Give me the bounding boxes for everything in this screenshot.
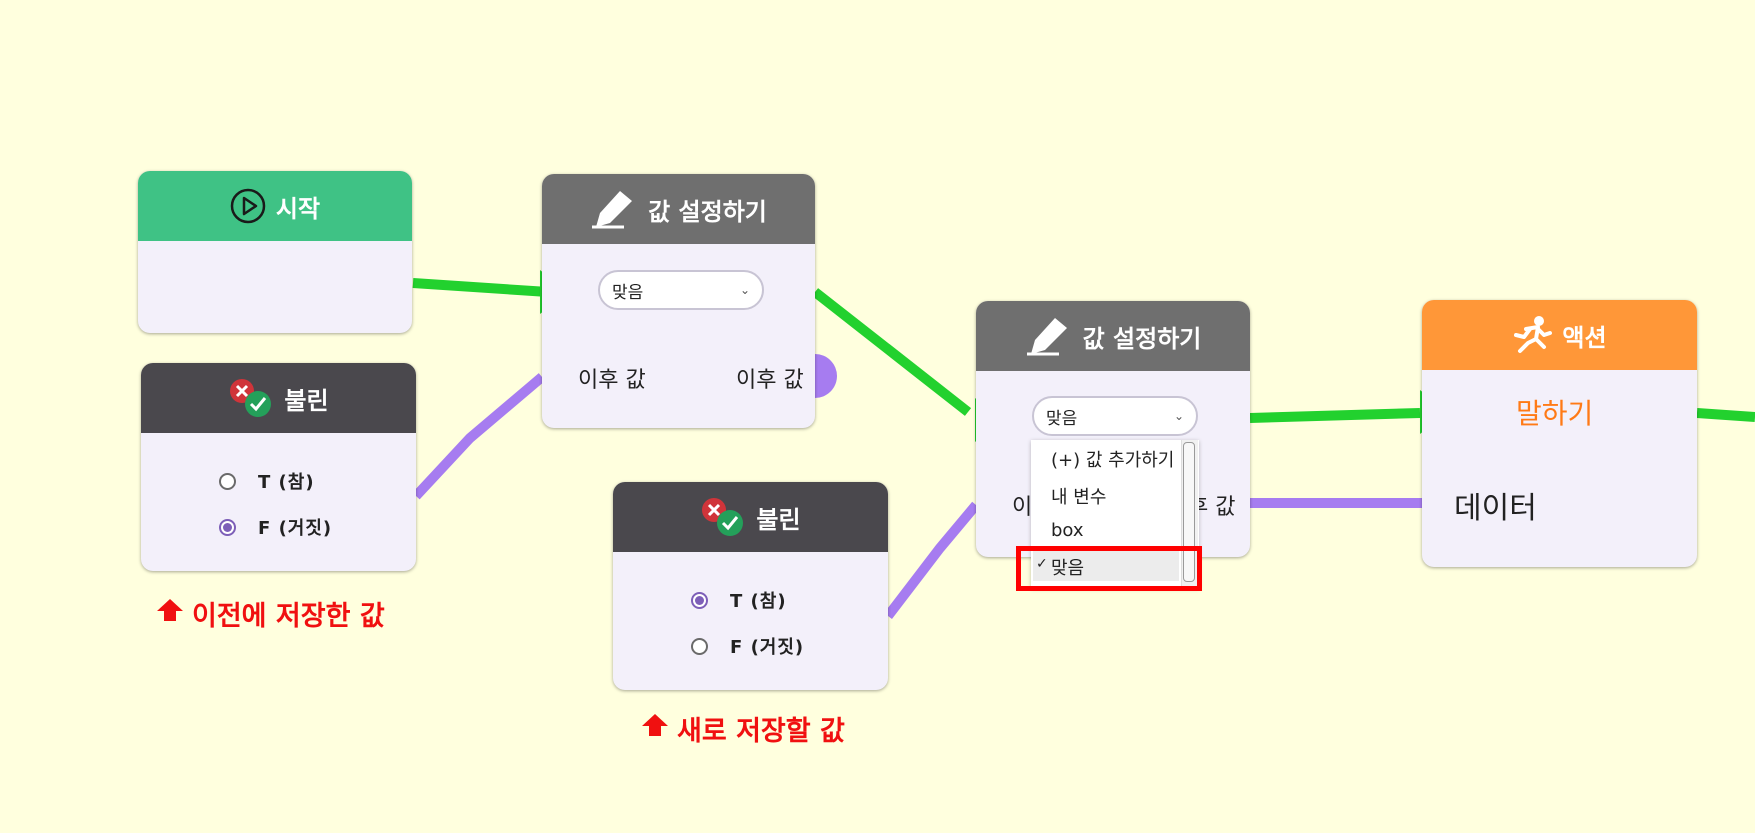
note-new-value-text: 새로 저장할 값: [677, 716, 845, 747]
action-node[interactable]: 액션 말하기 데이터: [1422, 300, 1697, 567]
radio-button[interactable]: [219, 472, 236, 490]
set-value-node-2-title: 값 설정하기: [1082, 324, 1202, 353]
arrow-up-icon: [641, 712, 669, 745]
highlight-box: [1016, 546, 1202, 591]
pencil-icon: [1025, 316, 1073, 356]
action-node-header: 액션: [1422, 300, 1697, 370]
boolean-node-old-title: 불린: [284, 386, 329, 415]
variable-select[interactable]: 맞음 ⌄: [598, 270, 764, 310]
dropdown-selected-background: [1033, 547, 1179, 581]
radio-button[interactable]: [691, 637, 708, 655]
note-old-value-text: 이전에 저장한 값: [192, 601, 385, 632]
radio-button-selected[interactable]: [219, 518, 236, 536]
data-port-set1-out: [815, 354, 837, 398]
input-port-label: 이: [1012, 495, 1033, 520]
boolean-node-new-title: 불린: [756, 505, 801, 534]
dropdown-item-correct[interactable]: 맞음: [1051, 558, 1085, 579]
flow-wire-action-out: [1696, 408, 1755, 422]
dropdown-item-my-variable[interactable]: 내 변수: [1051, 487, 1107, 508]
radio-option-false[interactable]: F (거짓): [691, 633, 804, 659]
data-wire-new-to-set2: [884, 501, 980, 620]
output-port-label: 이후 값: [736, 368, 804, 393]
action-node-title: 액션: [1562, 323, 1607, 352]
boolean-node-new[interactable]: 불린 T (참) F (거짓): [613, 482, 888, 690]
flow-wire-set2-to-action: [1249, 408, 1421, 423]
true-false-icon: [228, 377, 274, 419]
radio-option-false[interactable]: F (거짓): [219, 514, 332, 540]
action-name: 말하기: [1516, 397, 1594, 430]
variable-select-value: 맞음: [612, 282, 644, 303]
radio-option-true[interactable]: T (참): [691, 587, 787, 613]
chevron-down-icon: ⌄: [1173, 409, 1184, 423]
boolean-node-old[interactable]: 불린 T (참) F (거짓): [141, 363, 416, 571]
note-new-value: 새로 저장할 값: [641, 709, 845, 748]
radio-label: F (거짓): [258, 518, 333, 539]
input-port-label: 데이터: [1454, 491, 1537, 526]
chevron-down-icon: ⌄: [739, 283, 750, 297]
flow-wire-set1-to-set2: [811, 288, 972, 416]
start-node-header: 시작: [138, 171, 412, 241]
radio-option-true[interactable]: T (참): [219, 468, 315, 494]
dropdown-item-add-value[interactable]: (+) 값 추가하기: [1051, 450, 1175, 471]
play-circle-icon: [230, 188, 266, 224]
set-value-node-1[interactable]: 값 설정하기 맞음 ⌄ 이후 값 이후 값: [542, 174, 815, 428]
radio-label: T (참): [258, 472, 315, 493]
radio-button-selected[interactable]: [691, 591, 708, 609]
start-node[interactable]: 시작: [138, 171, 412, 333]
true-false-icon: [700, 496, 746, 538]
dropdown-item-box[interactable]: box: [1051, 520, 1084, 541]
variable-select[interactable]: 맞음 ⌄: [1032, 396, 1198, 436]
start-node-title: 시작: [275, 194, 321, 223]
boolean-node-new-header: 불린: [613, 482, 888, 552]
arrow-up-icon: [156, 597, 184, 630]
check-icon: ✓: [1036, 556, 1048, 572]
input-port-label: 이후 값: [578, 368, 646, 393]
boolean-node-old-header: 불린: [141, 363, 416, 433]
set-value-node-1-header: 값 설정하기: [542, 174, 815, 244]
running-person-icon: [1512, 315, 1553, 355]
variable-select-value: 맞음: [1046, 408, 1078, 429]
radio-label: T (참): [730, 591, 787, 612]
pencil-icon: [590, 189, 638, 229]
data-wire-old-to-set1: [412, 373, 546, 500]
flow-wire-start-to-set1: [412, 278, 549, 297]
note-old-value: 이전에 저장한 값: [156, 594, 385, 633]
radio-label: F (거짓): [730, 637, 805, 658]
set-value-node-2-header: 값 설정하기: [976, 301, 1250, 371]
set-value-node-1-title: 값 설정하기: [648, 197, 767, 226]
